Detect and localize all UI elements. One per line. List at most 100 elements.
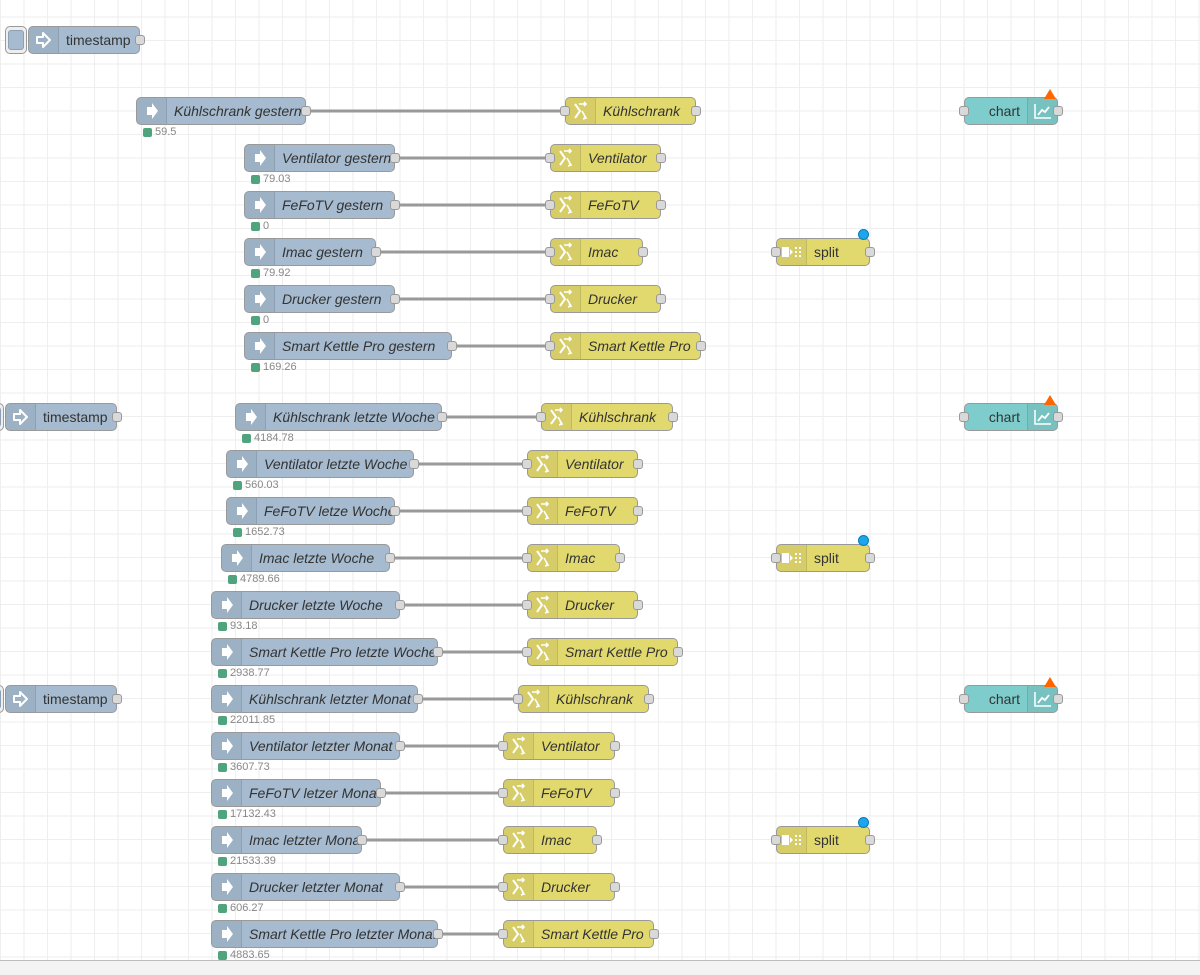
output-port[interactable] <box>385 553 395 563</box>
output-port[interactable] <box>633 506 643 516</box>
inject-trigger-button[interactable] <box>0 685 4 713</box>
input-port[interactable] <box>536 412 546 422</box>
input-port[interactable] <box>959 106 969 116</box>
split-node[interactable]: split <box>771 238 875 266</box>
inject-node[interactable]: Drucker gestern <box>244 285 400 313</box>
inject-node[interactable]: Smart Kettle Pro letzter Monat <box>211 920 443 948</box>
output-port[interactable] <box>433 647 443 657</box>
output-port[interactable] <box>1053 694 1063 704</box>
output-port[interactable] <box>610 741 620 751</box>
inject-node[interactable]: Smart Kettle Pro gestern <box>244 332 457 360</box>
output-port[interactable] <box>696 341 706 351</box>
change-node[interactable]: Kühlschrank <box>560 97 701 125</box>
change-node[interactable]: Imac <box>498 826 602 854</box>
change-node[interactable]: Smart Kettle Pro <box>522 638 683 666</box>
output-port[interactable] <box>376 788 386 798</box>
inject-trigger-button[interactable] <box>0 403 4 431</box>
inject-node[interactable]: Ventilator letzter Monat <box>211 732 405 760</box>
change-node[interactable]: Smart Kettle Pro <box>498 920 659 948</box>
change-node[interactable]: Kühlschrank <box>536 403 678 431</box>
inject-node[interactable]: Imac letzte Woche <box>221 544 395 572</box>
inject-node[interactable]: Ventilator gestern <box>244 144 400 172</box>
change-node[interactable]: Drucker <box>522 591 643 619</box>
input-port[interactable] <box>522 506 532 516</box>
chart-node[interactable]: chart <box>959 403 1063 431</box>
inject-node[interactable]: Imac letzter Monat <box>211 826 367 854</box>
change-node[interactable]: FeFoTV <box>522 497 643 525</box>
inject-trigger-button[interactable] <box>5 26 27 54</box>
output-port[interactable] <box>592 835 602 845</box>
change-node[interactable]: FeFoTV <box>545 191 666 219</box>
timestamp-node[interactable]: timestamp <box>5 403 122 431</box>
output-port[interactable] <box>610 882 620 892</box>
output-port[interactable] <box>413 694 423 704</box>
chart-node[interactable]: chart <box>959 685 1063 713</box>
output-port[interactable] <box>390 506 400 516</box>
inject-node[interactable]: Kühlschrank letzter Monat <box>211 685 423 713</box>
input-port[interactable] <box>498 882 508 892</box>
output-port[interactable] <box>656 200 666 210</box>
input-port[interactable] <box>771 835 781 845</box>
input-port[interactable] <box>522 459 532 469</box>
change-node[interactable]: Kühlschrank <box>513 685 654 713</box>
inject-node[interactable]: Smart Kettle Pro letzte Woche <box>211 638 443 666</box>
output-port[interactable] <box>638 247 648 257</box>
output-port[interactable] <box>656 153 666 163</box>
input-port[interactable] <box>560 106 570 116</box>
change-node[interactable]: Ventilator <box>522 450 643 478</box>
output-port[interactable] <box>135 35 145 45</box>
output-port[interactable] <box>1053 106 1063 116</box>
change-node[interactable]: Ventilator <box>498 732 620 760</box>
output-port[interactable] <box>395 741 405 751</box>
change-node[interactable]: FeFoTV <box>498 779 620 807</box>
inject-node[interactable]: Kühlschrank gestern <box>136 97 311 125</box>
change-node[interactable]: Imac <box>522 544 625 572</box>
change-node[interactable]: Imac <box>545 238 648 266</box>
input-port[interactable] <box>959 694 969 704</box>
input-port[interactable] <box>522 600 532 610</box>
output-port[interactable] <box>644 694 654 704</box>
input-port[interactable] <box>545 247 555 257</box>
output-port[interactable] <box>301 106 311 116</box>
timestamp-node[interactable]: timestamp <box>28 26 145 54</box>
change-node[interactable]: Drucker <box>545 285 666 313</box>
output-port[interactable] <box>433 929 443 939</box>
output-port[interactable] <box>615 553 625 563</box>
output-port[interactable] <box>633 459 643 469</box>
output-port[interactable] <box>390 153 400 163</box>
output-port[interactable] <box>633 600 643 610</box>
inject-node[interactable]: Ventilator letzte Woche <box>226 450 419 478</box>
input-port[interactable] <box>498 929 508 939</box>
change-node[interactable]: Ventilator <box>545 144 666 172</box>
output-port[interactable] <box>691 106 701 116</box>
output-port[interactable] <box>447 341 457 351</box>
inject-node[interactable]: Imac gestern <box>244 238 381 266</box>
input-port[interactable] <box>545 294 555 304</box>
output-port[interactable] <box>112 694 122 704</box>
output-port[interactable] <box>437 412 447 422</box>
input-port[interactable] <box>522 647 532 657</box>
split-node[interactable]: split <box>771 544 875 572</box>
input-port[interactable] <box>545 341 555 351</box>
input-port[interactable] <box>959 412 969 422</box>
change-node[interactable]: Drucker <box>498 873 620 901</box>
timestamp-node[interactable]: timestamp <box>5 685 122 713</box>
input-port[interactable] <box>545 200 555 210</box>
output-port[interactable] <box>865 247 875 257</box>
split-node[interactable]: split <box>771 826 875 854</box>
output-port[interactable] <box>371 247 381 257</box>
output-port[interactable] <box>390 200 400 210</box>
change-node[interactable]: Smart Kettle Pro <box>545 332 706 360</box>
output-port[interactable] <box>1053 412 1063 422</box>
output-port[interactable] <box>357 835 367 845</box>
output-port[interactable] <box>390 294 400 304</box>
output-port[interactable] <box>668 412 678 422</box>
output-port[interactable] <box>649 929 659 939</box>
output-port[interactable] <box>395 882 405 892</box>
output-port[interactable] <box>610 788 620 798</box>
input-port[interactable] <box>498 788 508 798</box>
output-port[interactable] <box>409 459 419 469</box>
output-port[interactable] <box>673 647 683 657</box>
output-port[interactable] <box>656 294 666 304</box>
inject-node[interactable]: FeFoTV letzer Monat <box>211 779 386 807</box>
